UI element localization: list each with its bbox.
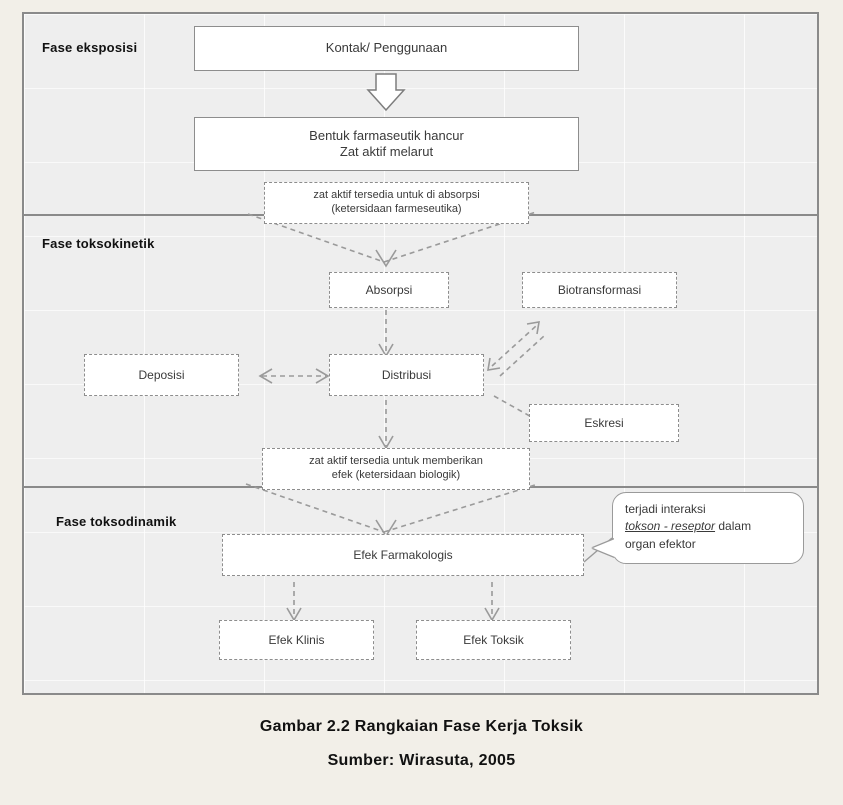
node-efek-farmakologis[interactable]: Efek Farmakologis: [222, 534, 584, 576]
callout-tail-icon: [593, 539, 615, 557]
callout-line2: tokson - reseptor dalam: [625, 518, 793, 535]
node-ketersediaan-biologik[interactable]: zat aktif tersedia untuk memberikan efek…: [262, 448, 530, 490]
node-deposisi-label: Deposisi: [138, 367, 185, 382]
node-ketersediaan-farmaseutika[interactable]: zat aktif tersedia untuk di absorpsi (ke…: [264, 182, 529, 224]
ketersediaan-biologik-line2: efek (ketersidaan biologik): [331, 469, 461, 481]
node-kontak[interactable]: Kontak/ Penggunaan: [194, 26, 579, 71]
node-absorpsi-label: Absorpsi: [365, 282, 413, 297]
callout-line1: terjadi interaksi: [625, 502, 706, 516]
node-efek-klinis-label: Efek Klinis: [268, 632, 325, 647]
phase-label-eksposisi: Fase eksposisi: [42, 40, 138, 55]
node-distribusi-label: Distribusi: [381, 367, 432, 382]
figure-caption-line2: Sumber: Wirasuta, 2005: [327, 752, 516, 769]
callout-line2-emphasis: tokson - reseptor: [625, 519, 716, 534]
phase-label-toksodinamik: Fase toksodinamik: [56, 514, 177, 529]
callout-tokson-reseptor[interactable]: terjadi interaksi tokson - reseptor dala…: [593, 492, 804, 564]
node-efek-toksik[interactable]: Efek Toksik: [416, 620, 571, 660]
diagram-panel: Fase eksposisi Fase toksokinetik Fase to…: [22, 12, 819, 695]
ketersediaan-farmaseutika-line2: (ketersidaan farmeseutika): [331, 203, 462, 215]
node-biotransformasi-label: Biotransformasi: [557, 282, 642, 297]
node-eskresi-label: Eskresi: [584, 415, 624, 430]
ketersediaan-biologik-line1: zat aktif tersedia untuk memberikan: [309, 455, 483, 468]
callout-line2-rest: dalam: [715, 519, 752, 534]
node-biotransformasi[interactable]: Biotransformasi: [522, 272, 677, 308]
ketersediaan-farmaseutika-line1: zat aktif tersedia untuk di absorpsi: [313, 189, 480, 202]
node-eskresi[interactable]: Eskresi: [529, 404, 679, 442]
node-kontak-label: Kontak/ Penggunaan: [325, 40, 448, 56]
node-distribusi[interactable]: Distribusi: [329, 354, 484, 396]
node-bentuk-line2: Zat aktif melarut: [339, 144, 434, 159]
node-absorpsi[interactable]: Absorpsi: [329, 272, 449, 308]
node-bentuk-line1: Bentuk farmaseutik hancur: [309, 127, 464, 143]
figure-caption-line1: Gambar 2.2 Rangkaian Fase Kerja Toksik: [259, 718, 584, 735]
node-efek-farmakologis-label: Efek Farmakologis: [353, 547, 453, 562]
node-efek-klinis[interactable]: Efek Klinis: [219, 620, 374, 660]
node-efek-toksik-label: Efek Toksik: [463, 632, 524, 647]
node-deposisi[interactable]: Deposisi: [84, 354, 239, 396]
callout-line3: organ efektor: [625, 536, 696, 551]
phase-label-toksokinetik: Fase toksokinetik: [42, 236, 155, 251]
node-bentuk-farmaseutik[interactable]: Bentuk farmaseutik hancur Zat aktif mela…: [194, 117, 579, 171]
